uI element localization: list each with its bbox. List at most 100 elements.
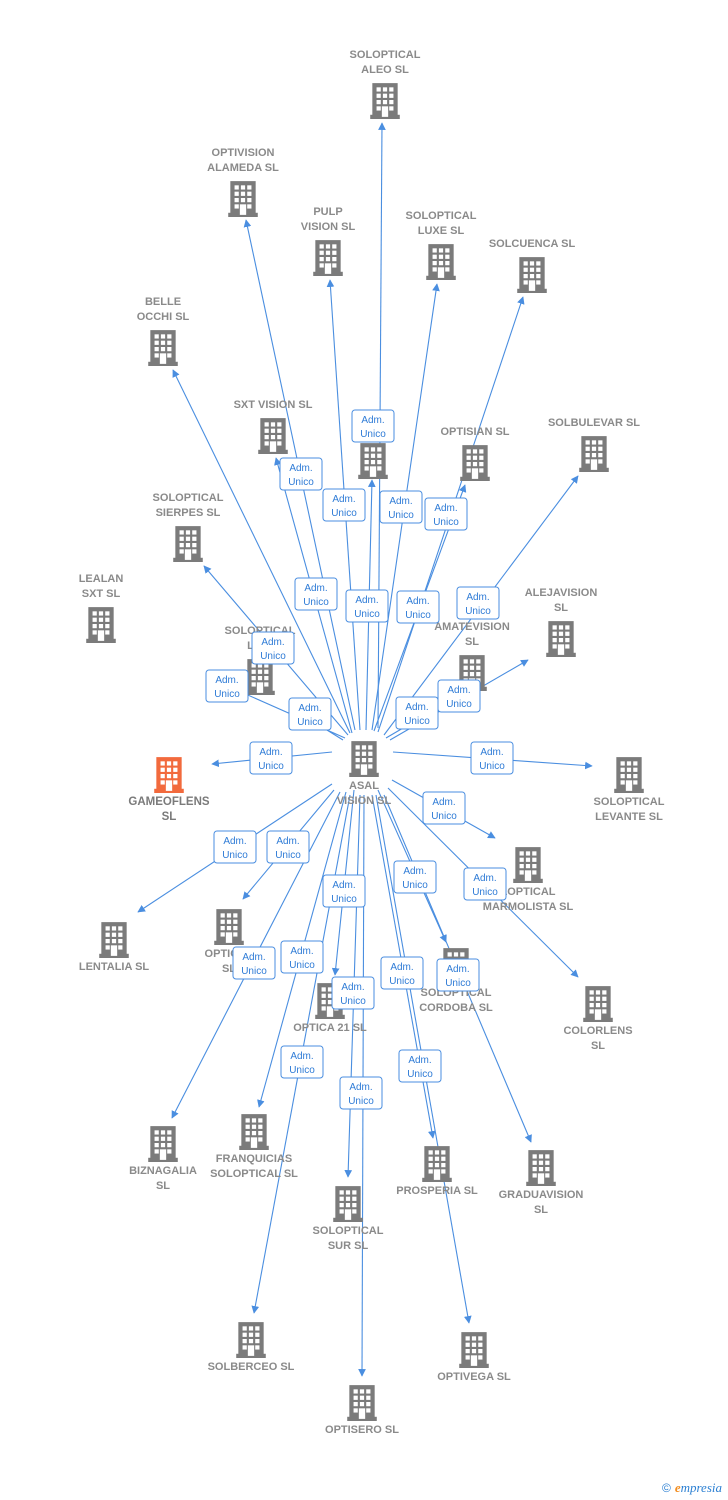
node-optisero[interactable]: OPTISERO SL — [325, 1385, 399, 1436]
role-pulp-vision[interactable]: Adm.Unico — [322, 488, 366, 522]
role-box — [379, 490, 423, 524]
node-optisian[interactable]: OPTISIAN SL — [440, 426, 510, 481]
role-gameoflens[interactable]: Adm.Unico — [249, 741, 293, 775]
node-sxt-vision[interactable]: SXT VISION SL — [234, 399, 313, 454]
role-colorlens[interactable]: Adm.Unico — [463, 867, 507, 901]
role-lentalia[interactable]: Adm.Unico — [213, 830, 257, 864]
role-text: Unico — [214, 689, 240, 700]
role-alejavision[interactable]: Adm.Unico — [437, 679, 481, 713]
role-soloptical-lari[interactable]: Adm. Unico — [288, 697, 332, 731]
node-label: PROSPERIA SL — [396, 1185, 478, 1197]
role-soloptical-marmolista[interactable]: Adm.Unico — [422, 791, 466, 825]
role-text: Unico — [289, 960, 315, 971]
node-label: OPTISERO SL — [325, 1424, 399, 1436]
node-soloptical-levante[interactable]: SOLOPTICAL LEVANTE SL — [594, 757, 665, 823]
role-text: Adm. — [290, 1051, 313, 1062]
node-label: ALEJAVISION — [525, 587, 598, 599]
role-optigal[interactable]: Adm.Unico — [266, 830, 310, 864]
role-text: Adm. — [290, 946, 313, 957]
footer-brand[interactable]: ©empresia — [662, 1480, 722, 1496]
role-box — [205, 669, 249, 703]
role-soloptical-sur[interactable]: Adm.Unico — [331, 976, 375, 1010]
role-biznagalia[interactable]: Adm.Unico — [232, 946, 276, 980]
role-solberceo[interactable]: Adm.Unico — [280, 1045, 324, 1079]
node-optica-21[interactable]: OPTICA 21 SL — [293, 983, 367, 1034]
role-text: Unico — [331, 894, 357, 905]
role-optisian[interactable]: Adm.Unico — [396, 590, 440, 624]
node-label: BIZNAGALIA — [129, 1165, 197, 1177]
role-optica-21[interactable]: Adm.Unico — [322, 874, 366, 908]
role-franquicias-soloptical[interactable]: Adm. Unico — [280, 940, 324, 974]
node-label: LOPTICAL — [501, 886, 556, 898]
role-text: Adm. — [215, 675, 238, 686]
node-label: LEALAN — [79, 573, 124, 585]
role-solbulevar[interactable]: Adm.Unico — [456, 586, 500, 620]
node-label: VISION SL — [337, 795, 392, 807]
role-box — [463, 867, 507, 901]
node-label: SOLOPTICAL — [594, 796, 665, 808]
role-nia[interactable]: Adm.Unico — [345, 589, 389, 623]
node-optivega[interactable]: OPTIVEGA SL — [437, 1332, 511, 1383]
node-label: ALAMEDA SL — [207, 162, 279, 174]
node-label: SL — [591, 1040, 605, 1052]
building-icon — [426, 244, 456, 280]
role-text: Unico — [340, 996, 366, 1007]
role-text: Adm. — [390, 962, 413, 973]
node-prosperia[interactable]: PROSPERIA SL — [396, 1146, 478, 1197]
node-label: SOLOPTICAL — [350, 49, 421, 61]
role-solcuenca[interactable]: Adm.Unico — [424, 497, 468, 531]
role-amatevision[interactable]: Adm.Unico — [395, 696, 439, 730]
role-lealan-sxt[interactable]: Adm. Unico — [205, 669, 249, 703]
node-label: SOLOPTICAL — [313, 1225, 384, 1237]
role-box — [266, 830, 310, 864]
node-label: VISION SL — [301, 221, 356, 233]
role-box — [251, 631, 295, 665]
role-graduavision[interactable]: Adm.Unico — [436, 958, 480, 992]
node-belle-occhi[interactable]: BELLE OCCHI SL — [137, 296, 190, 366]
building-icon — [422, 1146, 452, 1182]
role-text: Adm. — [242, 952, 265, 963]
node-label: BELLE — [145, 296, 181, 308]
role-optisero[interactable]: Adm.Unico — [339, 1076, 383, 1110]
role-text: Adm. — [298, 703, 321, 714]
node-label: LEVANTE SL — [595, 811, 663, 823]
role-soloptical-sierpes[interactable]: Adm.Unico — [251, 631, 295, 665]
node-solberceo[interactable]: SOLBERCEO SL — [208, 1322, 295, 1373]
node-solcuenca[interactable]: SOLCUENCA SL — [489, 238, 576, 293]
node-label: OCCHI SL — [137, 311, 190, 323]
role-sxt-vision[interactable]: Adm.Unico — [279, 457, 323, 491]
building-icon — [614, 757, 644, 793]
role-text: Unico — [402, 880, 428, 891]
role-text: Unico — [389, 976, 415, 987]
role-text: Unico — [479, 761, 505, 772]
node-lentalia[interactable]: LENTALIA SL — [79, 922, 150, 973]
role-optivega[interactable]: Adm.Unico — [398, 1049, 442, 1083]
role-soloptical-luxe[interactable]: Adm.Unico — [379, 490, 423, 524]
role-soloptical-cordoba[interactable]: Adm.Unico — [393, 860, 437, 894]
role-soloptical-levante[interactable]: Adm.Unico — [470, 741, 514, 775]
role-text: Unico — [297, 717, 323, 728]
role-optivision-alameda[interactable]: Adm.Unico — [294, 577, 338, 611]
building-icon — [517, 257, 547, 293]
node-solbulevar[interactable]: SOLBULEVAR SL — [548, 417, 640, 472]
role-soloptical-aleo[interactable]: Adm.Unico — [351, 409, 395, 443]
role-prosperia[interactable]: Adm. Unico — [380, 956, 424, 990]
role-text: Unico — [404, 716, 430, 727]
